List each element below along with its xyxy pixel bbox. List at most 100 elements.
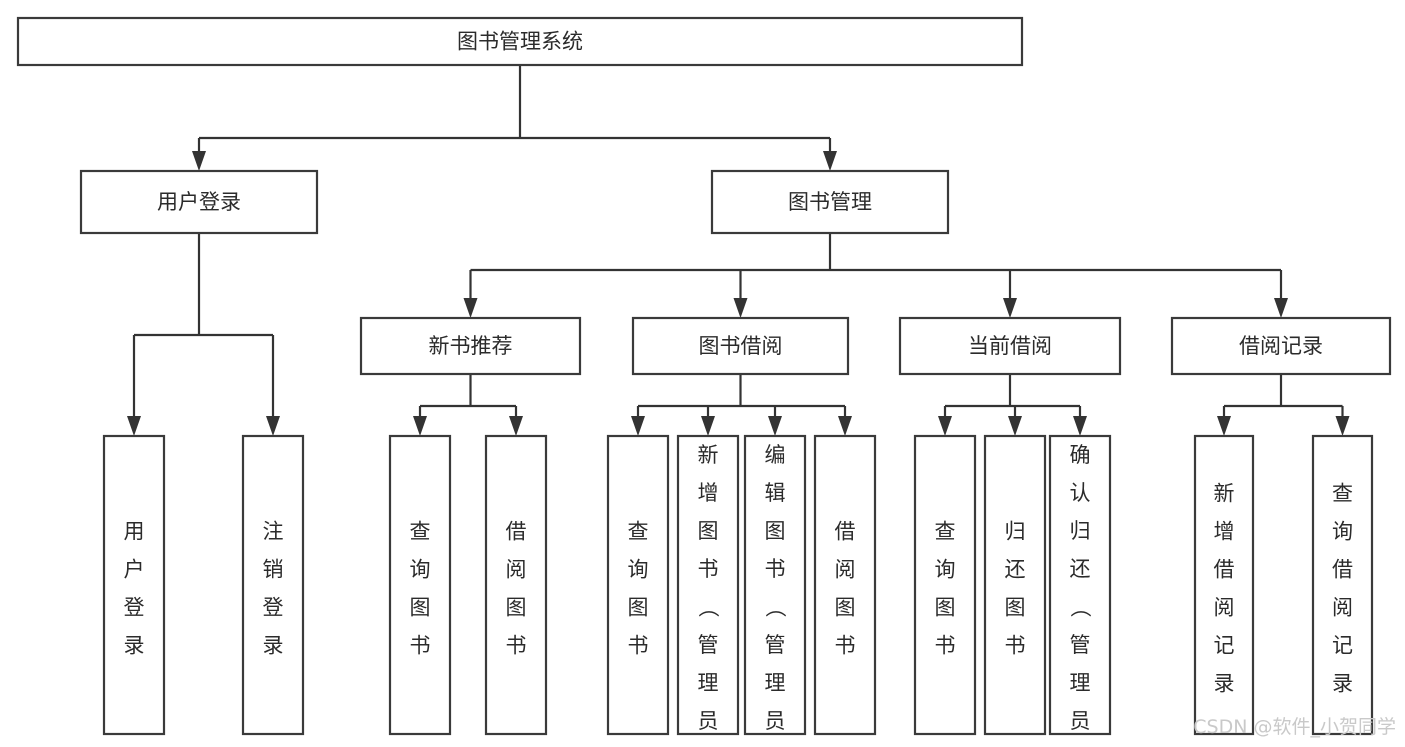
connector-layer (127, 65, 1350, 436)
svg-text:户: 户 (124, 558, 145, 582)
svg-text:管: 管 (1070, 633, 1091, 657)
arrow-head-icon-new-book-recommend-1 (509, 416, 523, 436)
node-box-leaf-borrow-book-1[interactable] (484, 434, 548, 736)
node-label-root: 图书管理系统 (457, 30, 583, 54)
svg-text:图: 图 (628, 596, 649, 620)
node-box-leaf-query-book-3[interactable] (913, 434, 977, 736)
svg-text:图: 图 (1005, 596, 1026, 620)
node-box-leaf-edit-book[interactable] (743, 434, 807, 736)
svg-text:录: 录 (1332, 672, 1353, 696)
svg-text:书: 书 (698, 557, 719, 581)
arrow-head-icon-current-borrow-1 (1008, 416, 1022, 436)
svg-text:还: 还 (1070, 557, 1091, 581)
svg-text:借: 借 (1332, 558, 1353, 582)
svg-text:员: 员 (698, 709, 719, 733)
svg-text:录: 录 (1214, 672, 1235, 696)
svg-text:（: （ (763, 597, 787, 618)
node-box-leaf-user-login[interactable] (102, 434, 166, 736)
svg-text:认: 认 (1070, 481, 1091, 505)
svg-text:理: 理 (765, 671, 786, 695)
node-box-layer (16, 16, 1392, 736)
svg-text:理: 理 (698, 671, 719, 695)
arrow-head-icon-new-book-recommend-0 (413, 416, 427, 436)
svg-text:（: （ (1068, 597, 1092, 618)
svg-text:增: 增 (1214, 520, 1235, 544)
arrow-head-icon-root-1 (823, 151, 837, 171)
svg-text:查: 查 (628, 520, 649, 544)
svg-text:确: 确 (1070, 443, 1091, 467)
arrow-head-icon-borrow-record-1 (1335, 416, 1350, 436)
node-box-leaf-add-record[interactable] (1193, 434, 1255, 736)
node-label-new-book-recommend: 新书推荐 (429, 334, 513, 358)
arrow-head-icon-root-0 (192, 151, 206, 171)
node-box-borrow-record[interactable] (1170, 316, 1392, 376)
node-box-leaf-query-book-2[interactable] (606, 434, 670, 736)
node-label-leaf-user-login: 用户登录 (124, 520, 145, 658)
node-box-leaf-confirm-return[interactable] (1048, 434, 1112, 736)
node-box-leaf-user-logout[interactable] (241, 434, 305, 736)
node-box-book-borrow[interactable] (631, 316, 850, 376)
svg-text:记: 记 (1214, 634, 1235, 658)
svg-text:图: 图 (410, 596, 431, 620)
svg-text:录: 录 (124, 634, 145, 658)
svg-text:借: 借 (1214, 558, 1235, 582)
svg-text:借: 借 (835, 520, 856, 544)
svg-text:询: 询 (410, 558, 431, 582)
svg-text:查: 查 (935, 520, 956, 544)
arrow-head-icon-book-borrow-2 (768, 416, 782, 436)
svg-text:阅: 阅 (506, 558, 527, 582)
svg-text:增: 增 (698, 481, 719, 505)
node-box-user-login[interactable] (79, 169, 319, 235)
node-box-new-book-recommend[interactable] (359, 316, 582, 376)
svg-text:登: 登 (263, 596, 284, 620)
svg-text:书: 书 (765, 557, 786, 581)
svg-text:图: 图 (935, 596, 956, 620)
svg-text:用: 用 (124, 520, 145, 544)
node-box-current-borrow[interactable] (898, 316, 1122, 376)
csdn-watermark: CSDN @软件_小贺同学 (1193, 716, 1396, 738)
svg-text:理: 理 (1070, 671, 1091, 695)
svg-text:销: 销 (263, 558, 284, 582)
arrow-head-icon-book-mgmt-3 (1274, 298, 1288, 318)
svg-text:查: 查 (1332, 482, 1353, 506)
svg-text:（: （ (696, 597, 720, 618)
svg-text:书: 书 (1005, 634, 1026, 658)
svg-text:登: 登 (124, 596, 145, 620)
svg-text:查: 查 (410, 520, 431, 544)
svg-text:阅: 阅 (835, 558, 856, 582)
arrow-head-icon-current-borrow-0 (938, 416, 952, 436)
node-box-root[interactable] (16, 16, 1024, 67)
node-label-book-management: 图书管理 (788, 190, 872, 214)
svg-text:询: 询 (935, 558, 956, 582)
arrow-head-icon-book-mgmt-2 (1003, 298, 1017, 318)
node-box-leaf-query-record[interactable] (1311, 434, 1374, 736)
svg-text:图: 图 (765, 519, 786, 543)
node-label-layer: 图书管理系统用户登录图书管理用户登录注销登录新书推荐查询图书借阅图书图书借阅查询… (124, 30, 1354, 734)
node-box-leaf-add-book[interactable] (676, 434, 740, 736)
node-label-user-login: 用户登录 (157, 190, 241, 214)
svg-text:阅: 阅 (1214, 596, 1235, 620)
arrow-head-icon-user-login-1 (266, 416, 280, 436)
arrow-head-icon-user-login-0 (127, 416, 141, 436)
svg-text:书: 书 (935, 634, 956, 658)
arrow-head-icon-book-borrow-3 (838, 416, 852, 436)
node-box-leaf-borrow-book-2[interactable] (813, 434, 877, 736)
svg-text:管: 管 (698, 633, 719, 657)
arrow-head-icon-book-borrow-1 (701, 416, 715, 436)
node-box-leaf-query-book-1[interactable] (388, 434, 452, 736)
node-box-leaf-return-book[interactable] (983, 434, 1047, 736)
svg-text:还: 还 (1005, 558, 1026, 582)
svg-text:归: 归 (1070, 519, 1091, 543)
svg-text:书: 书 (410, 634, 431, 658)
node-box-book-management[interactable] (710, 169, 950, 235)
